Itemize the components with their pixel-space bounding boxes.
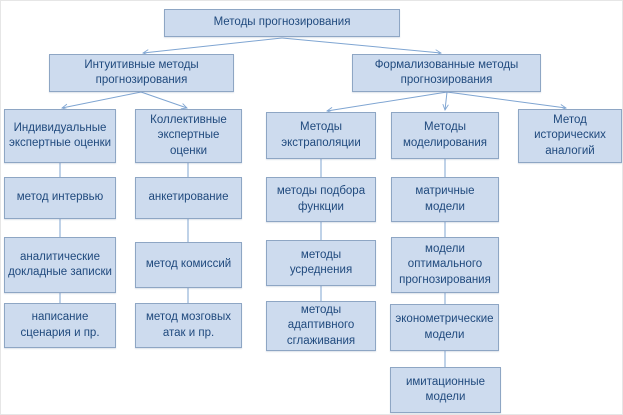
node-historical-analogies: Метод исторических аналогий bbox=[518, 109, 622, 163]
node-analytical-notes: аналитические докладные записки bbox=[4, 237, 116, 293]
node-scenario-writing: написание сценария и пр. bbox=[4, 303, 116, 348]
node-collective-expert: Коллективные экспертные оценки bbox=[135, 109, 242, 163]
edges-root bbox=[142, 37, 442, 56]
node-modeling-methods: Методы моделирования bbox=[391, 112, 499, 159]
node-formalized-methods: Формализованные методы прогнозирования bbox=[352, 54, 541, 92]
node-commissions-method: метод комиссий bbox=[135, 242, 242, 288]
node-brainstorming-method: метод мозговых атак и пр. bbox=[135, 303, 242, 348]
node-root: Методы прогнозирования bbox=[164, 9, 400, 37]
node-individual-expert: Индивидуальные экспертные оценки bbox=[4, 109, 116, 163]
node-interview-method: метод интервью bbox=[4, 177, 116, 219]
edges-formalized bbox=[326, 91, 567, 114]
node-function-fitting: методы подбора функции bbox=[266, 177, 376, 222]
node-extrapolation-methods: Методы экстраполяции bbox=[266, 112, 376, 159]
node-optimal-forecasting: модели оптимального прогнозирования bbox=[391, 237, 499, 293]
node-questionnaire: анкетирование bbox=[135, 177, 242, 219]
node-simulation-models: имитационные модели bbox=[390, 367, 501, 413]
node-econometric-models: эконометрические модели bbox=[390, 304, 499, 351]
node-intuitive-methods: Интуитивные методы прогнозирования bbox=[49, 54, 234, 92]
node-adaptive-smoothing: методы адаптивного сглаживания bbox=[266, 301, 376, 351]
edges-intuitive bbox=[61, 91, 188, 111]
node-averaging-methods: методы усреднения bbox=[266, 240, 376, 286]
node-matrix-models: матричные модели bbox=[391, 177, 499, 222]
